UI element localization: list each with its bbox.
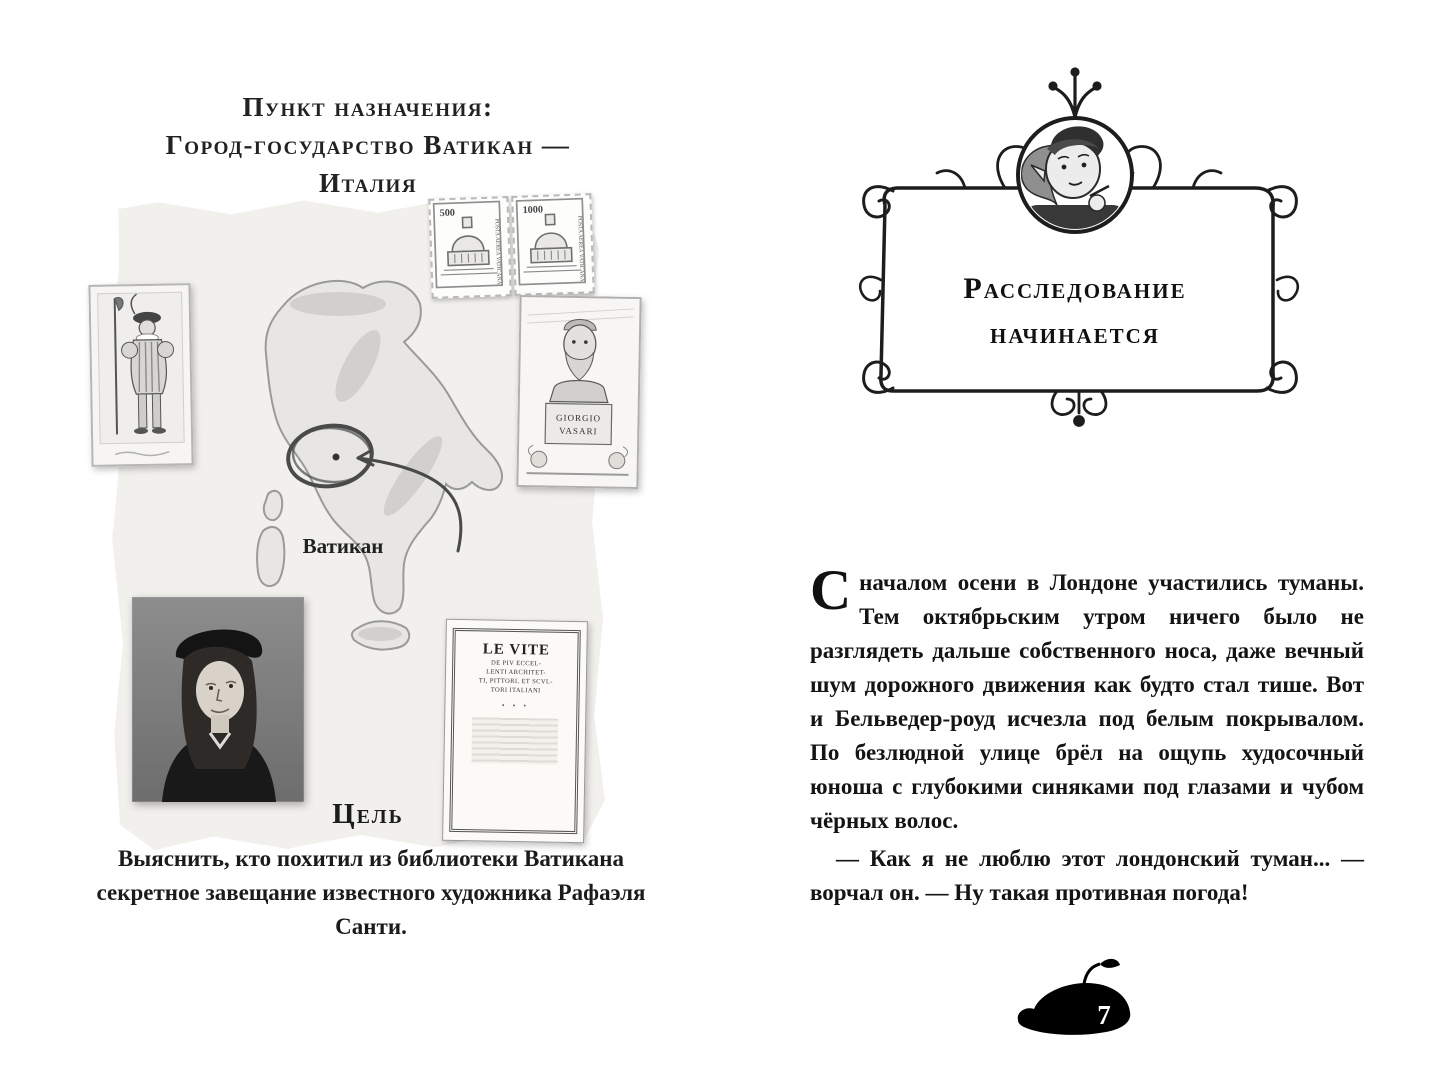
chapter-title-line1: Расследование (963, 272, 1187, 305)
stamp-500-lire: 500 POSTA AEREA VATICANA (428, 196, 512, 299)
italy-map-illustration (256, 279, 504, 651)
stamp-500-art: 500 POSTA AEREA VATICANA (432, 200, 504, 289)
story-paragraph-1-text: началом осени в Лондоне участились туман… (810, 570, 1364, 833)
story-paragraph-2: — Как я не люблю этот лондонский туман..… (810, 846, 1364, 905)
stamp-1000-art: 1000 POSTA AEREA VATICANA (515, 197, 587, 286)
stamp-1000-lire: 1000 POSTA AEREA VATICANA (511, 193, 595, 296)
raphael-portrait (132, 597, 304, 802)
destination-heading-line2: Город-государство Ватикан — (165, 130, 571, 160)
frame-bottom-ornament (1050, 389, 1108, 427)
italy-mainland-outline (264, 279, 504, 615)
levite-title: LE VITE (482, 641, 551, 659)
stamp-500-value: 500 (439, 208, 455, 220)
levite-ornament: • • • (501, 700, 530, 711)
vasari-caption-line1: GIORGIO (556, 413, 601, 424)
vasari-caption-line2: VASARI (559, 426, 598, 437)
levite-subtitle-line: TORI ITALIANI (490, 686, 541, 695)
vatican-dot (332, 453, 340, 461)
vatican-stamps: 500 POSTA AEREA VATICANA 1000 (428, 193, 595, 299)
goal-text: Выяснить, кто похитил из библиотеки Вати… (96, 846, 646, 939)
frame-top-plume (1048, 67, 1102, 119)
drop-cap: С (810, 559, 852, 622)
detective-hat-icon: 7 (1017, 958, 1131, 1035)
stamp-500-caption: POSTA AEREA VATICANA (493, 219, 501, 286)
stamp-1000-value: 1000 (522, 204, 543, 216)
levite-engraving-texture (471, 717, 558, 765)
frame-side-curls (858, 275, 1300, 302)
vasari-art: GIORGIO VASARI (516, 294, 642, 490)
destination-heading-line3: Италия (318, 168, 418, 198)
vasari-etching: GIORGIO VASARI (516, 294, 642, 490)
chapter-title: Расследование начинается (895, 266, 1255, 356)
page-number: 7 (1097, 1000, 1111, 1030)
frame-corner-curls (862, 185, 1298, 394)
sardinia-outline (256, 525, 286, 588)
vatican-arrow (356, 448, 463, 553)
chapter-ornate-frame (858, 67, 1300, 427)
swiss-guard-etching (88, 283, 194, 467)
destination-heading-line1: Пункт назначения: (242, 92, 494, 122)
stamp-1000-caption: POSTA AEREA VATICANA (576, 216, 584, 283)
chapter-title-line2: начинается (990, 317, 1160, 350)
corsica-outline (262, 489, 284, 522)
raphael-art (132, 597, 304, 802)
stamp-dome (451, 235, 485, 253)
swiss-guard-art (88, 283, 194, 467)
goal-heading: Цель (332, 798, 404, 830)
vatican-map-label: Ватикан (302, 534, 384, 558)
map-relief-shading (290, 292, 443, 641)
destination-heading: Пункт назначения: Город-государство Вати… (118, 88, 618, 202)
